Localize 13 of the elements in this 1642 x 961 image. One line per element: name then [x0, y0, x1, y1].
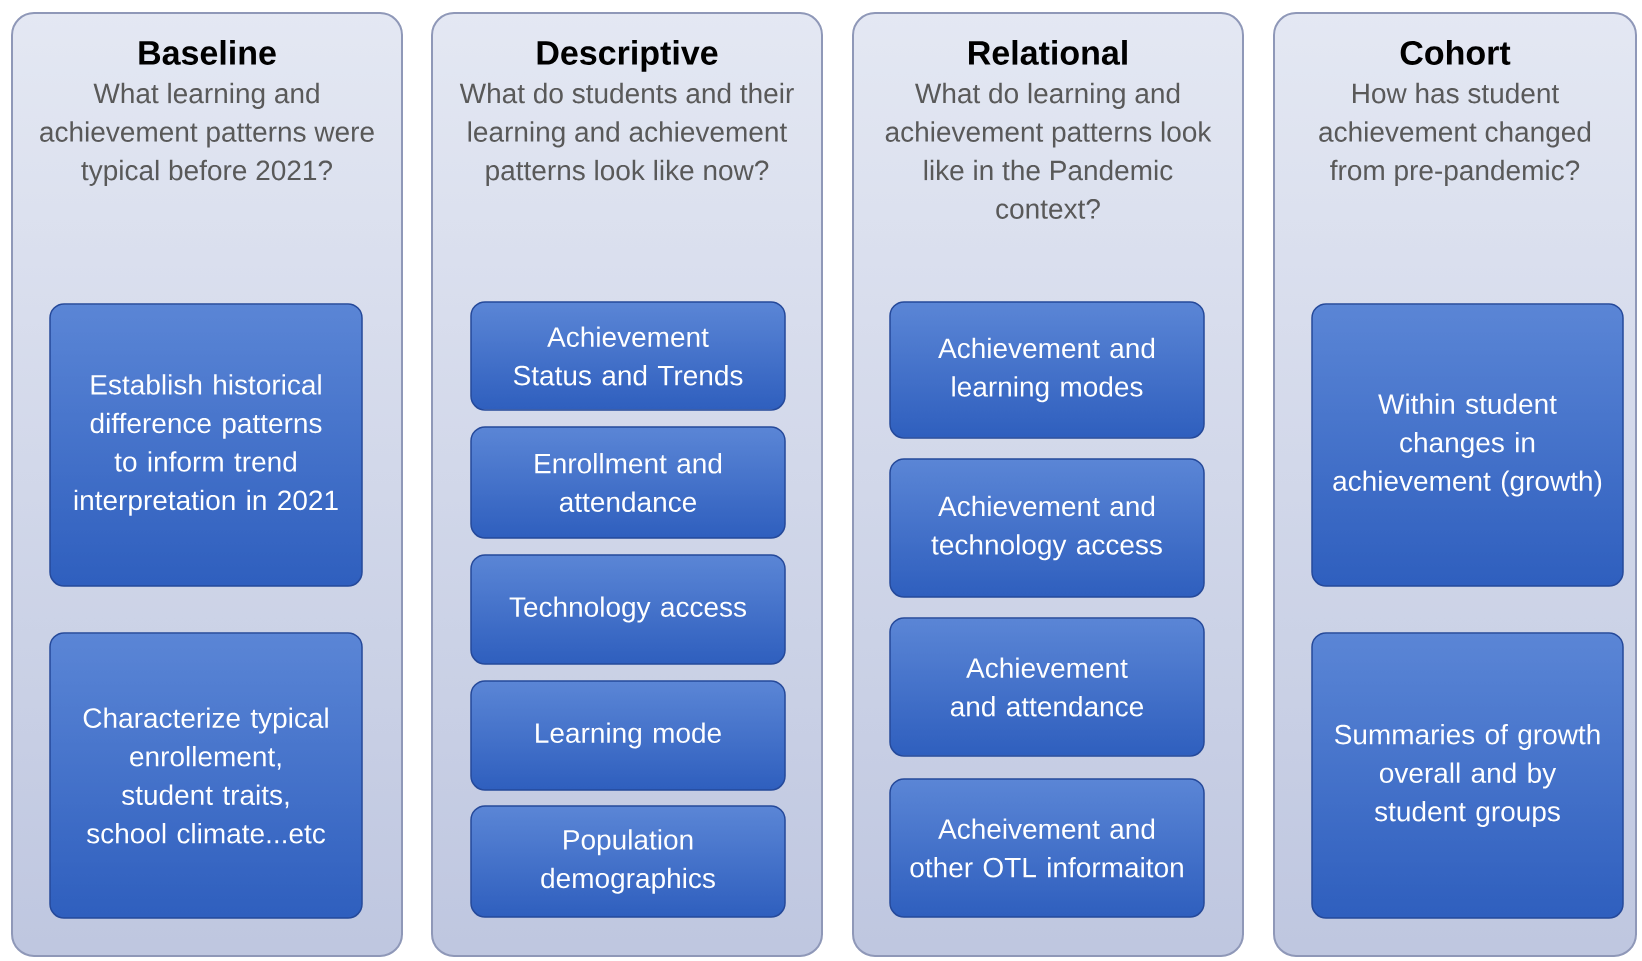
item-box: Within student changes in achievement (growth) — [1311, 303, 1624, 587]
item-box: Achievement and learning modes — [889, 301, 1205, 439]
item-box: Achievement and technology access — [889, 458, 1205, 598]
item-box: Population demographics — [470, 805, 786, 918]
item-box: Summaries of growth overall and by student groups — [1311, 632, 1624, 919]
item-box: Acheivement and other OTL informaiton — [889, 778, 1205, 918]
item-box: Enrollment and attendance — [470, 426, 786, 539]
item-box: Achievement and attendance — [889, 617, 1205, 757]
item-box: Characterize typical enrollement, student traits, school climate...etc — [49, 632, 363, 919]
item-box: Achievement Status and Trends — [470, 301, 786, 411]
item-box: Learning mode — [470, 680, 786, 791]
item-box: Establish historical difference patterns to inform trend interpretation in 2021 — [49, 303, 363, 587]
item-box: Technology access — [470, 554, 786, 665]
